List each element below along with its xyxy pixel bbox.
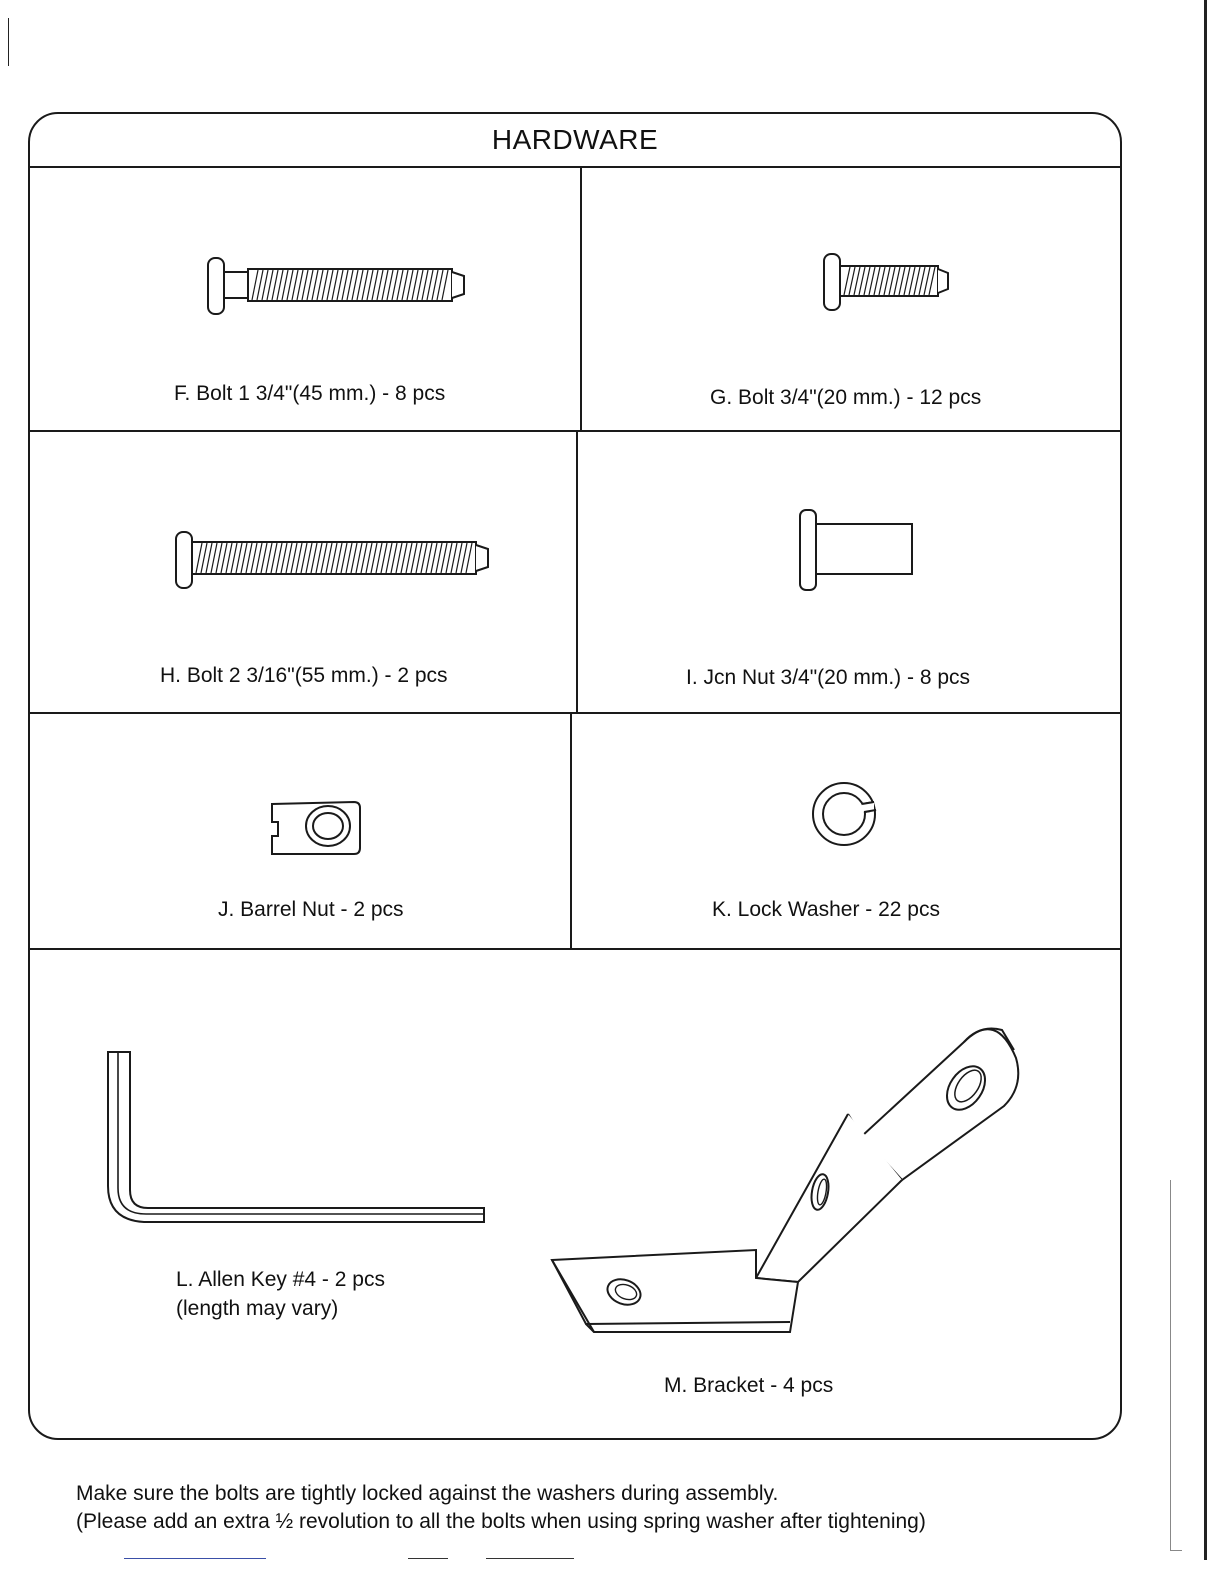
hardware-row-2: H. Bolt 2 3/16"(55 mm.) - 2 pcs I. Jcn N…	[30, 430, 1120, 714]
scan-mark-right-tick	[1170, 1550, 1182, 1551]
part-j-label: J. Barrel Nut - 2 pcs	[218, 898, 404, 921]
bottom-rule-1	[124, 1558, 266, 1559]
allen-key-icon	[104, 1050, 488, 1228]
part-f-label: F. Bolt 1 3/4"(45 mm.) - 8 pcs	[174, 382, 446, 405]
assembly-note-line-2: (Please add an extra ½ revolution to all…	[76, 1510, 926, 1533]
part-k-cell: K. Lock Washer - 22 pcs	[570, 712, 1120, 948]
bolt-f-icon	[206, 254, 470, 316]
hardware-panel: HARDWARE	[28, 112, 1122, 1440]
hardware-row-1: F. Bolt 1 3/4"(45 mm.) - 8 pcs G. Bolt 3…	[30, 166, 1120, 432]
bolt-g-icon	[822, 250, 954, 312]
part-g-cell: G. Bolt 3/4"(20 mm.) - 12 pcs	[580, 166, 1120, 430]
assembly-note-line-1: Make sure the bolts are tightly locked a…	[76, 1482, 779, 1505]
lock-washer-icon	[810, 780, 878, 848]
assembly-note: Make sure the bolts are tightly locked a…	[76, 1480, 926, 1536]
part-g-label: G. Bolt 3/4"(20 mm.) - 12 pcs	[710, 386, 982, 409]
part-m-label: M. Bracket - 4 pcs	[664, 1374, 834, 1397]
bottom-rule-2	[408, 1558, 448, 1559]
part-i-label: I. Jcn Nut 3/4"(20 mm.) - 8 pcs	[686, 666, 971, 689]
jcn-nut-icon	[798, 508, 916, 592]
part-l-label: L. Allen Key #4 - 2 pcs	[176, 1268, 385, 1291]
part-h-label: H. Bolt 2 3/16"(55 mm.) - 2 pcs	[160, 664, 448, 687]
part-k-label: K. Lock Washer - 22 pcs	[712, 898, 940, 921]
hardware-row-3: J. Barrel Nut - 2 pcs K. Lock Washer - 2…	[30, 712, 1120, 950]
bolt-h-icon	[174, 528, 492, 590]
hardware-title: HARDWARE	[30, 114, 1120, 168]
bracket-icon	[544, 986, 1030, 1340]
part-f-cell: F. Bolt 1 3/4"(45 mm.) - 8 pcs	[30, 166, 582, 430]
part-i-cell: I. Jcn Nut 3/4"(20 mm.) - 8 pcs	[576, 430, 1120, 712]
barrel-nut-icon	[268, 798, 364, 858]
part-h-cell: H. Bolt 2 3/16"(55 mm.) - 2 pcs	[30, 430, 578, 712]
scan-mark-right-edge	[1204, 0, 1207, 1560]
part-l-sublabel: (length may vary)	[176, 1297, 339, 1320]
scan-mark-left	[8, 18, 9, 66]
part-l-cell: L. Allen Key #4 - 2 pcs (length may vary…	[30, 950, 530, 1440]
part-m-cell: M. Bracket - 4 pcs	[530, 950, 1120, 1440]
bottom-rule-3	[486, 1558, 574, 1559]
part-j-cell: J. Barrel Nut - 2 pcs	[30, 712, 572, 948]
scan-mark-right-bracket	[1170, 1180, 1171, 1550]
